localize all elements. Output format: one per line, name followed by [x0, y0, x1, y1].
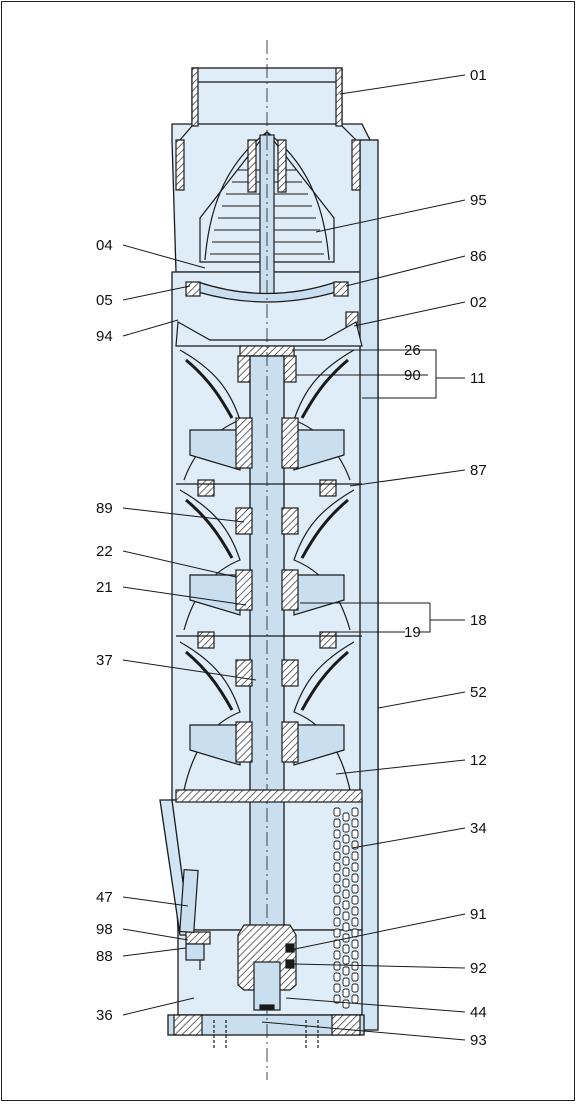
label-95: 95: [470, 192, 487, 209]
strainer-slot: [351, 972, 359, 982]
strainer-slot: [342, 900, 350, 910]
label-04: 04: [96, 237, 113, 254]
strainer-slot: [342, 944, 350, 954]
strainer-slot: [342, 834, 350, 844]
label-22: 22: [96, 543, 113, 560]
strainer-slot: [351, 818, 359, 828]
strainer-slot: [351, 994, 359, 1004]
bottom-flange: [167, 1014, 365, 1036]
stage-2: [176, 489, 362, 649]
label-93: 93: [470, 1032, 487, 1049]
label-47: 47: [96, 889, 113, 906]
label-01: 01: [470, 67, 487, 84]
strainer-slots: [333, 807, 359, 1009]
strainer-slot: [342, 955, 350, 965]
stage-1: [176, 349, 362, 497]
strainer-slot: [351, 884, 359, 894]
strainer-slot: [351, 851, 359, 861]
label-87: 87: [470, 462, 487, 479]
label-19: 19: [404, 624, 421, 641]
strainer-slot: [333, 884, 341, 894]
label-34: 34: [470, 820, 487, 837]
strainer-slot: [333, 983, 341, 993]
strainer-slot: [342, 878, 350, 888]
strainer-slot: [333, 928, 341, 938]
strainer-slot: [333, 873, 341, 883]
strainer-slot: [333, 829, 341, 839]
label-89: 89: [96, 500, 113, 517]
strainer-slot: [342, 867, 350, 877]
strainer-slot: [351, 895, 359, 905]
strainer-slot: [333, 961, 341, 971]
strainer-slot: [351, 873, 359, 883]
strainer-slot: [351, 917, 359, 927]
strainer-slot: [333, 818, 341, 828]
shaft: [249, 40, 285, 1080]
strainer-slot: [333, 895, 341, 905]
label-11: 11: [470, 370, 486, 387]
label-94: 94: [96, 328, 113, 345]
strainer-slot: [342, 911, 350, 921]
strainer-slot: [342, 845, 350, 855]
strainer-slot: [342, 823, 350, 833]
strainer-slot: [342, 889, 350, 899]
stages: [175, 349, 363, 803]
part-labels: 01 95 04 86 05 02 94 26 90 11 87 89 22 2…: [96, 67, 487, 1049]
strainer-slot: [351, 906, 359, 916]
label-92: 92: [470, 960, 487, 977]
strainer-slot: [351, 829, 359, 839]
bottom-coupling: [173, 868, 361, 1050]
label-90: 90: [404, 367, 421, 384]
label-21: 21: [96, 579, 113, 596]
label-44: 44: [470, 1004, 487, 1021]
strainer-slot: [333, 972, 341, 982]
label-02: 02: [470, 294, 487, 311]
strainer-slot: [351, 961, 359, 971]
label-52: 52: [470, 684, 487, 701]
strainer-slot: [342, 812, 350, 822]
strainer-slot: [342, 988, 350, 998]
stage-3: [175, 641, 363, 803]
strainer-slot: [342, 922, 350, 932]
label-36: 36: [96, 1007, 113, 1024]
label-86: 86: [470, 248, 487, 265]
strainer-slot: [342, 856, 350, 866]
strainer-slot: [351, 862, 359, 872]
strainer-slot: [351, 983, 359, 993]
label-26: 26: [404, 342, 421, 359]
label-98: 98: [96, 921, 113, 938]
label-88: 88: [96, 948, 113, 965]
strainer-slot: [333, 807, 341, 817]
valve-seat-right: [333, 281, 349, 297]
strainer-slot: [333, 950, 341, 960]
cable-guard: [359, 139, 379, 1031]
top-bearing: [175, 321, 363, 383]
strainer-slot: [351, 950, 359, 960]
valve-seat-left: [185, 281, 201, 297]
label-05: 05: [96, 292, 113, 309]
strainer-slot: [342, 999, 350, 1009]
strainer-slot: [333, 906, 341, 916]
strainer-slot: [333, 917, 341, 927]
label-12: 12: [470, 752, 487, 769]
strainer-slot: [333, 851, 341, 861]
leader-lines: [122, 74, 466, 1041]
strainer-slot: [333, 840, 341, 850]
strainer-slot: [333, 994, 341, 1004]
non-return-valve: [185, 131, 359, 329]
strainer-slot: [333, 862, 341, 872]
label-18: 18: [470, 612, 487, 629]
strainer-slot: [342, 966, 350, 976]
strainer-slot: [342, 977, 350, 987]
label-91: 91: [470, 906, 487, 923]
strainer-slot: [351, 939, 359, 949]
label-37: 37: [96, 652, 113, 669]
strainer-slot: [351, 807, 359, 817]
